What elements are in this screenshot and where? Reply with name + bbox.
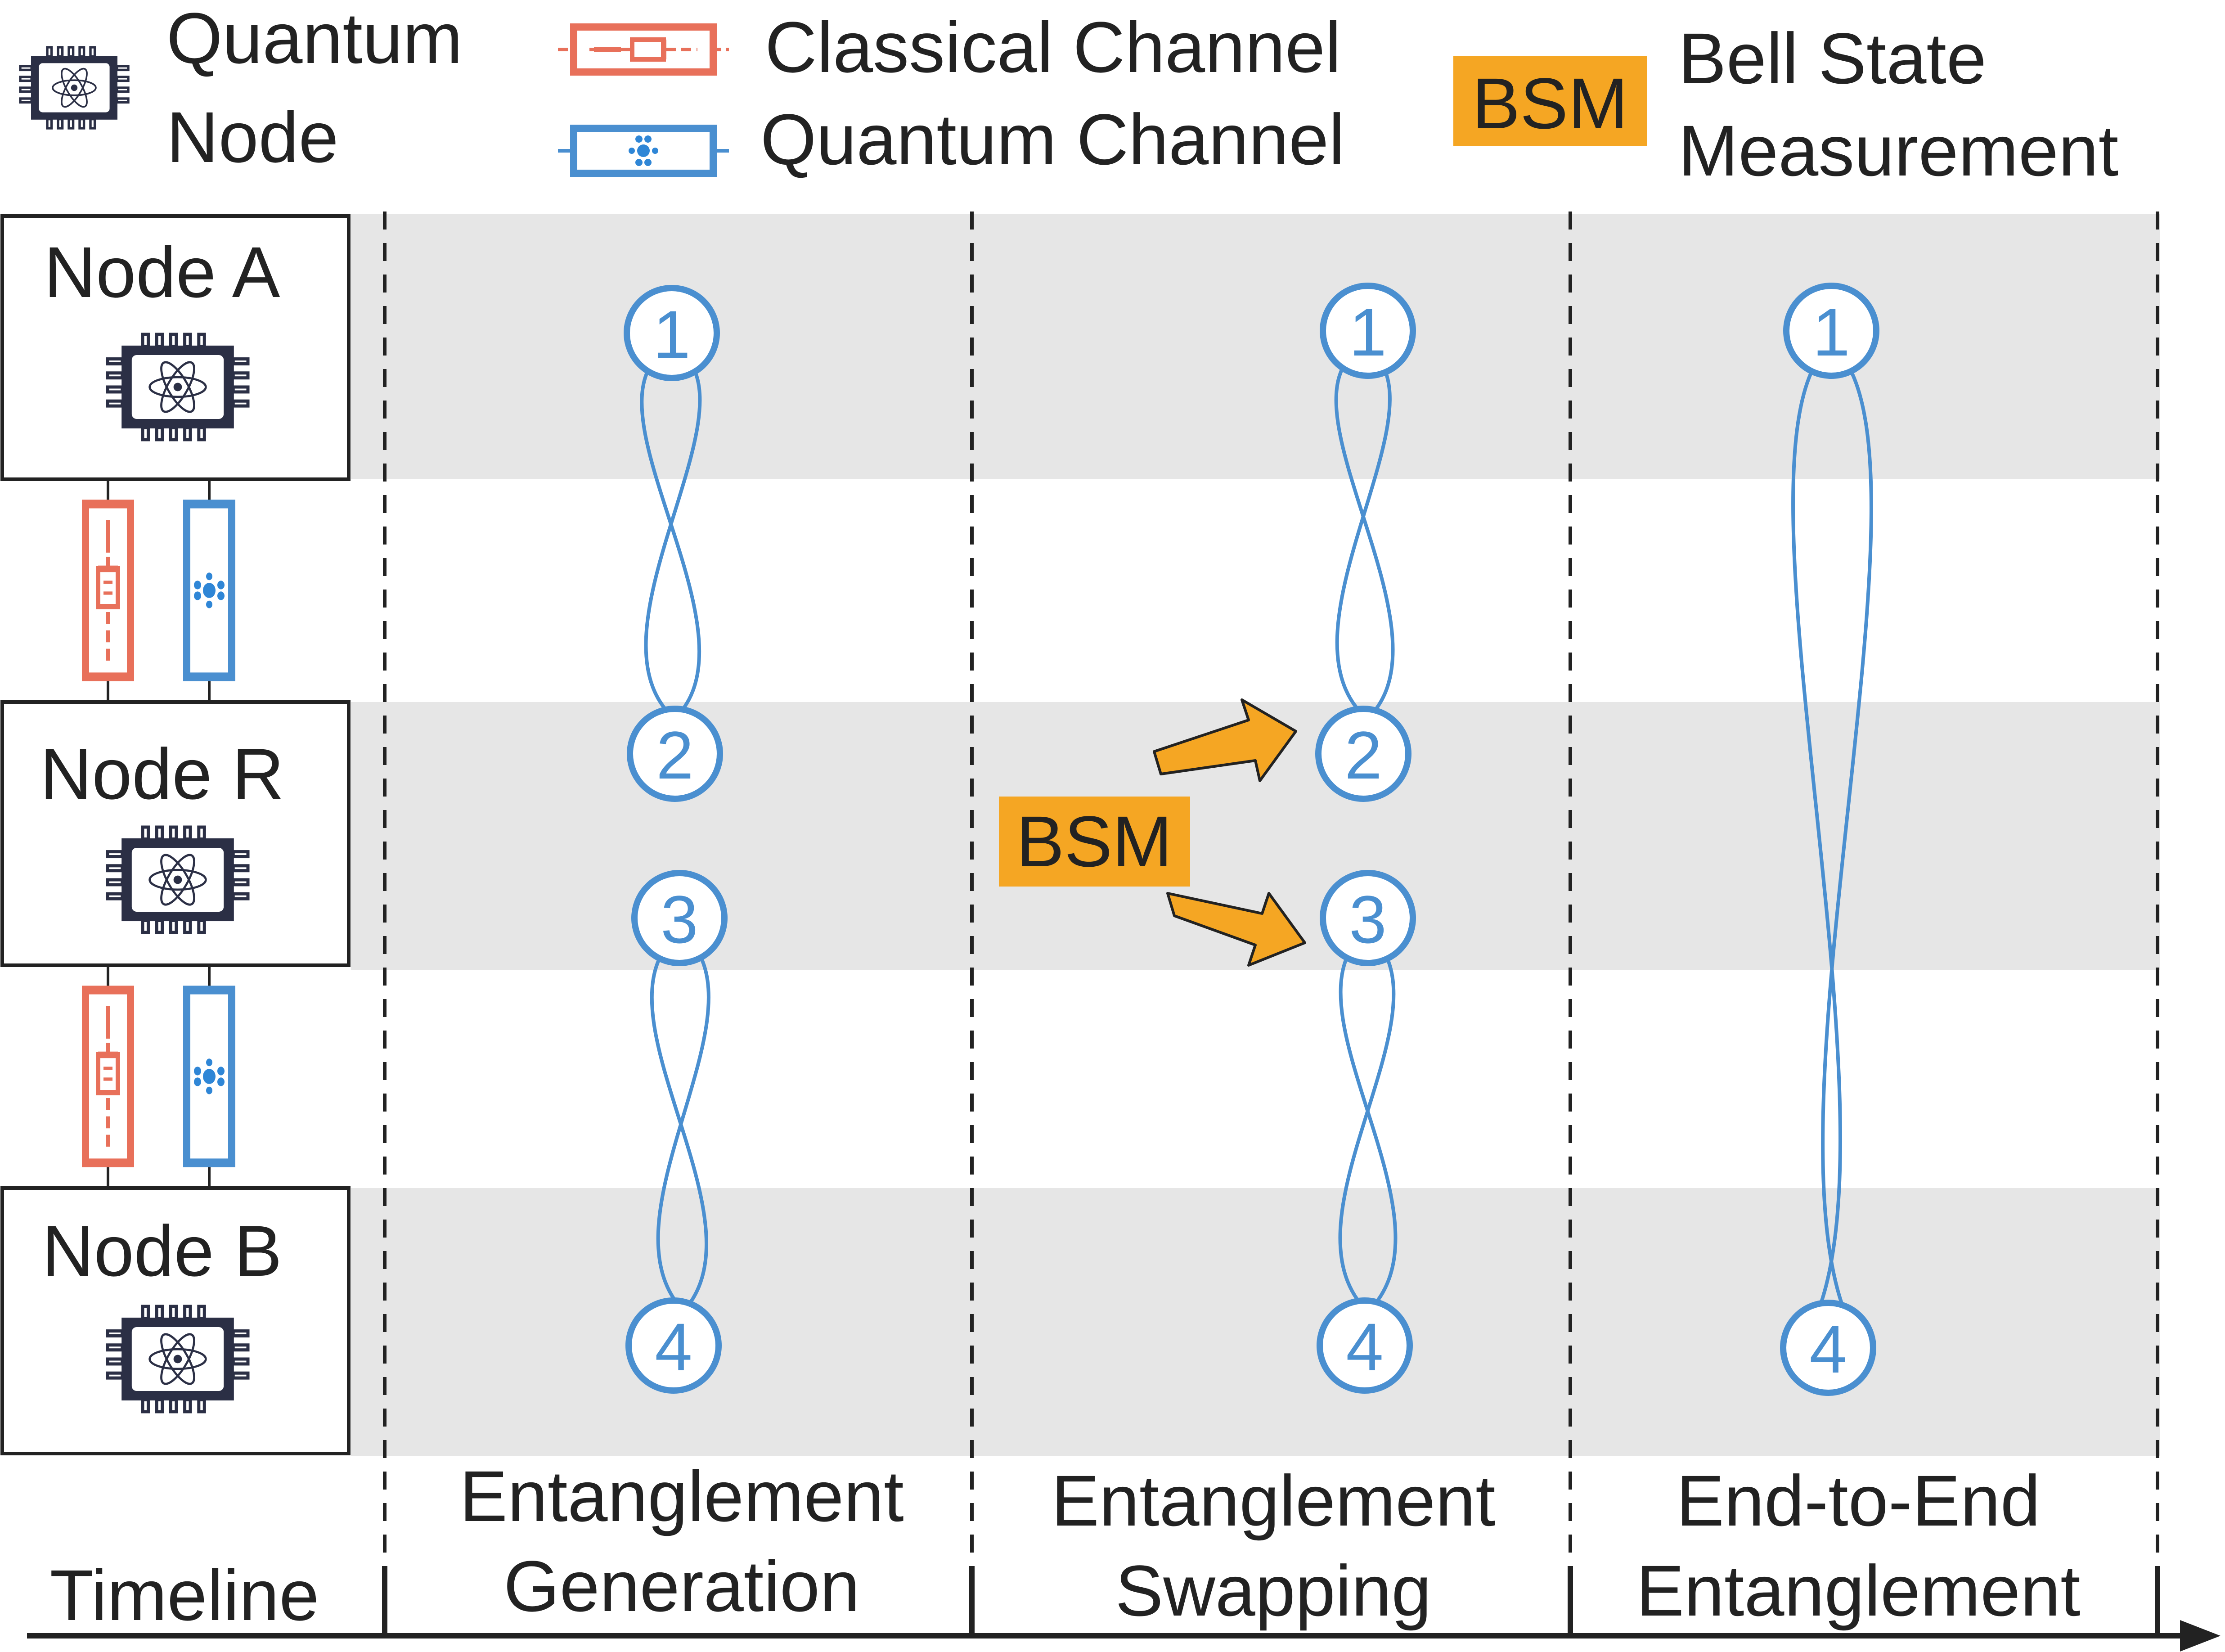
syringe-icon bbox=[558, 27, 729, 72]
svg-text:4: 4 bbox=[655, 1309, 692, 1385]
node-b-label: Node B bbox=[42, 1211, 282, 1291]
legend-classical-channel: Classical Channel bbox=[765, 7, 1341, 87]
classical-channel-a-r bbox=[85, 504, 130, 677]
node-r: Node R bbox=[0, 700, 351, 967]
arrow-right-icon bbox=[1166, 892, 1306, 967]
legend-bsm-description-line2: Measurement bbox=[1678, 110, 2118, 191]
legend-bsm-description-line1: Bell State bbox=[1678, 18, 1987, 99]
svg-text:2: 2 bbox=[656, 717, 693, 793]
qubit-1-swapping: 1 bbox=[1320, 283, 1416, 379]
phase-end-to-end-line1: End-to-End bbox=[1676, 1460, 2040, 1541]
phase-swapping-line2: Swapping bbox=[1115, 1550, 1432, 1631]
chip-icon bbox=[108, 1306, 248, 1412]
quantum-channel-icon bbox=[187, 990, 232, 1163]
qubit-2-swapping: 2 bbox=[1315, 706, 1411, 802]
svg-text:1: 1 bbox=[1812, 294, 1850, 370]
legend: Quantum Node Classical Channel Quantum C… bbox=[20, 0, 2118, 191]
qubits: 1 2 3 4 1 2 3 4 bbox=[624, 283, 1879, 1396]
phase-generation-line2: Generation bbox=[503, 1546, 860, 1626]
chip-icon bbox=[108, 827, 248, 932]
band-node-b bbox=[351, 1188, 2160, 1456]
svg-text:4: 4 bbox=[1346, 1309, 1383, 1385]
entanglement-link-3-4-generation bbox=[650, 946, 710, 1325]
qubit-4-swapping: 4 bbox=[1317, 1297, 1413, 1394]
node-r-label: Node R bbox=[40, 734, 284, 814]
band-node-a bbox=[351, 214, 2160, 479]
qubit-1-generation: 1 bbox=[624, 285, 720, 381]
phase-swapping-line1: Entanglement bbox=[1051, 1460, 1495, 1541]
quantum-channel-r-b bbox=[187, 990, 232, 1163]
bsm-box bbox=[999, 797, 1190, 887]
chip-icon bbox=[108, 334, 248, 440]
qubit-4-generation: 4 bbox=[625, 1297, 722, 1394]
syringe-icon bbox=[85, 990, 130, 1163]
timeline-axis bbox=[27, 1566, 2221, 1652]
svg-text:3: 3 bbox=[661, 882, 698, 957]
entanglement-link-3-4-swapping bbox=[1338, 946, 1398, 1325]
qubit-3-generation: 3 bbox=[631, 870, 728, 966]
chip-icon bbox=[20, 47, 128, 128]
legend-bsm-badge: BSM bbox=[1472, 63, 1628, 144]
svg-text:1: 1 bbox=[1349, 294, 1386, 370]
qubit-1-end-to-end: 1 bbox=[1783, 283, 1879, 379]
svg-text:1: 1 bbox=[653, 297, 690, 372]
arrow-right-icon bbox=[1153, 698, 1297, 782]
syringe-icon bbox=[85, 504, 130, 677]
qubit-3-swapping: 3 bbox=[1320, 870, 1416, 966]
entanglement-link-1-2-generation bbox=[640, 359, 702, 731]
svg-text:4: 4 bbox=[1809, 1311, 1847, 1387]
node-column: Node A Node R Node B bbox=[0, 214, 351, 1455]
quantum-channel-icon bbox=[187, 504, 232, 677]
svg-text:2: 2 bbox=[1344, 717, 1382, 793]
bsm-label: BSM bbox=[1016, 801, 1173, 882]
phase-end-to-end-line2: Entanglement bbox=[1636, 1550, 2080, 1631]
entanglement-links bbox=[640, 359, 1873, 1325]
phase-separators bbox=[383, 212, 2159, 1625]
qubit-4-end-to-end: 4 bbox=[1780, 1300, 1876, 1396]
channel-links bbox=[107, 479, 211, 1188]
classical-channel-r-b bbox=[85, 990, 130, 1163]
legend-quantum-channel: Quantum Channel bbox=[760, 99, 1345, 180]
legend-quantum-node-line1: Quantum bbox=[166, 0, 463, 78]
legend-bsm-badge-box bbox=[1453, 56, 1647, 146]
qubit-2-generation: 2 bbox=[627, 706, 723, 802]
phase-generation-line1: Entanglement bbox=[459, 1456, 903, 1536]
entanglement-link-1-2-swapping bbox=[1334, 359, 1395, 731]
node-a: Node A bbox=[0, 214, 351, 481]
entanglement-link-1-4 bbox=[1791, 359, 1873, 1324]
bsm-operation: BSM bbox=[999, 698, 1306, 967]
node-b: Node B bbox=[0, 1186, 351, 1455]
timeline-label: Timeline bbox=[50, 1555, 319, 1635]
phase-labels: Entanglement Generation Entanglement Swa… bbox=[459, 1456, 2080, 1631]
legend-quantum-node-line2: Node bbox=[166, 97, 339, 177]
quantum-channel-a-r bbox=[187, 504, 232, 677]
node-bands bbox=[351, 214, 2160, 1456]
quantum-channel-icon bbox=[558, 128, 729, 173]
node-a-label: Node A bbox=[44, 232, 280, 312]
svg-text:3: 3 bbox=[1349, 882, 1386, 957]
